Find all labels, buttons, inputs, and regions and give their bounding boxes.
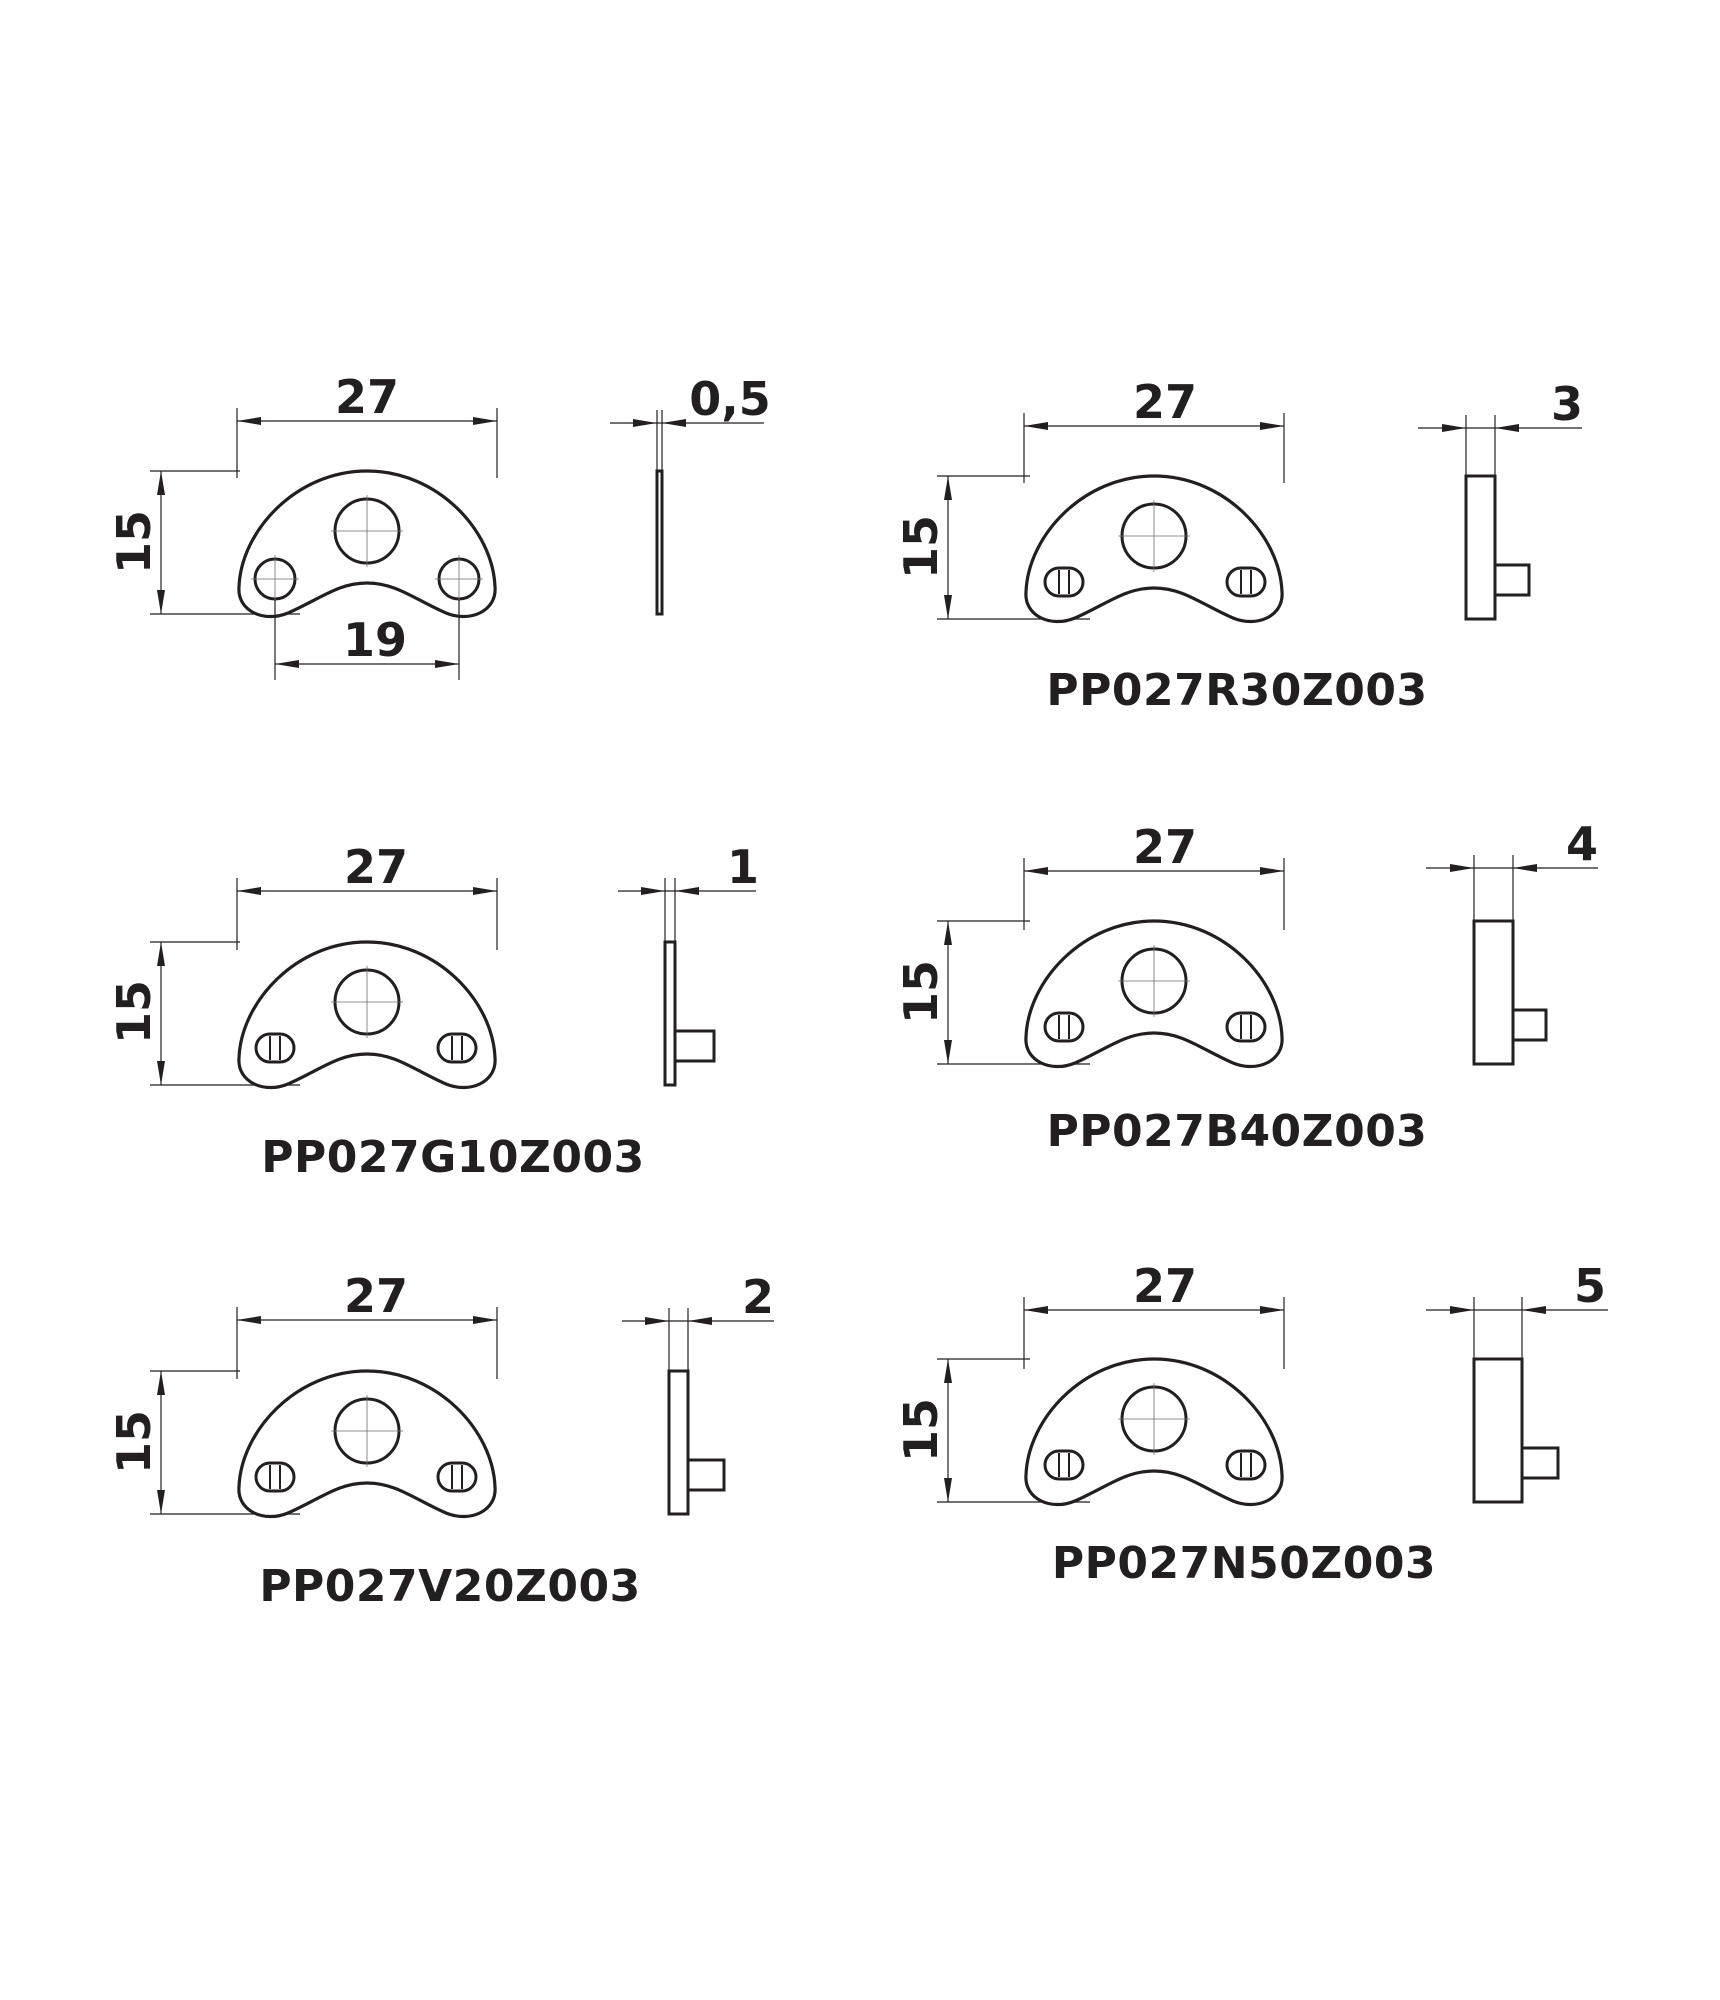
right-slotted-hole (436, 1032, 478, 1064)
left-slotted-hole (254, 1461, 296, 1493)
base-side-view (655, 469, 664, 616)
v20-width-label: 27 (344, 1269, 408, 1323)
right-slotted-hole (1225, 566, 1267, 598)
b40-part-code: PP027B40Z003 (1047, 1106, 1428, 1157)
base-width-label: 27 (335, 370, 399, 424)
part-base: 27 15 19 0,5 (107, 370, 771, 680)
part-n50: 27 15 5 PP027N50Z003 (894, 1259, 1608, 1589)
left-slotted-hole (1043, 1449, 1085, 1481)
b40-width-label: 27 (1133, 820, 1197, 874)
v20-thickness-label: 2 (742, 1270, 774, 1324)
v20-side-view (667, 1369, 726, 1516)
n50-thickness-label: 5 (1574, 1259, 1606, 1313)
v20-part-code: PP027V20Z003 (259, 1561, 640, 1612)
g10-height-label: 15 (107, 980, 161, 1044)
left-slotted-hole (1043, 566, 1085, 598)
r30-width-label: 27 (1133, 375, 1197, 429)
left-slotted-hole (254, 1032, 296, 1064)
base-pitch-label: 19 (343, 613, 407, 667)
r30-thickness-label: 3 (1551, 377, 1583, 431)
right-slotted-hole (1225, 1449, 1267, 1481)
n50-height-label: 15 (894, 1398, 948, 1462)
r30-side-view (1464, 474, 1531, 621)
v20-height-label: 15 (107, 1410, 161, 1474)
g10-side-view (663, 940, 716, 1087)
part-r30: 27 15 3 PP027R30Z003 (894, 375, 1583, 716)
b40-height-label: 15 (894, 960, 948, 1024)
right-slotted-hole (436, 1461, 478, 1493)
r30-part-code: PP027R30Z003 (1046, 665, 1427, 716)
g10-part-code: PP027G10Z003 (261, 1132, 644, 1183)
right-slotted-hole (1225, 1011, 1267, 1043)
n50-width-label: 27 (1133, 1259, 1197, 1313)
part-b40: 27 15 4 PP027B40Z003 (894, 817, 1598, 1157)
part-g10: 27 15 1 PP027G10Z003 (107, 840, 759, 1183)
b40-side-view (1472, 919, 1548, 1066)
r30-height-label: 15 (894, 515, 948, 579)
base-thickness-label: 0,5 (689, 372, 771, 426)
part-v20: 27 15 2 PP027V20Z003 (107, 1269, 774, 1612)
left-slotted-hole (1043, 1011, 1085, 1043)
b40-thickness-label: 4 (1566, 817, 1598, 871)
g10-width-label: 27 (344, 840, 408, 894)
n50-side-view (1472, 1357, 1560, 1504)
base-height-label: 15 (107, 510, 161, 574)
g10-thickness-label: 1 (727, 840, 759, 894)
n50-part-code: PP027N50Z003 (1052, 1538, 1436, 1589)
